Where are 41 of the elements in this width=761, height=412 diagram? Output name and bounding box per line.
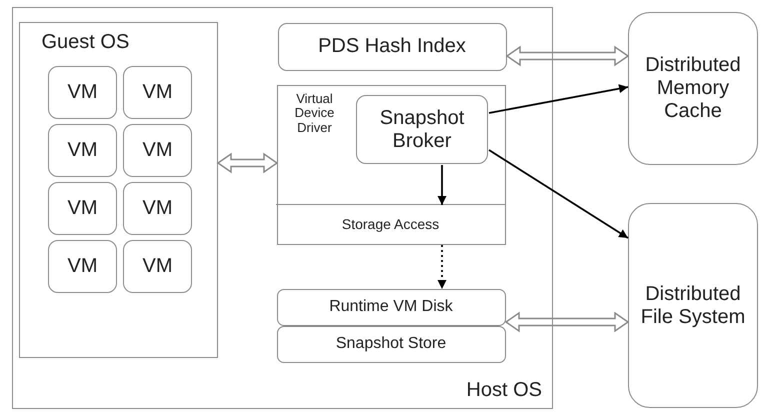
double-arrow [504,312,630,332]
double-arrow [506,46,630,66]
vm-box [48,240,117,293]
node-label: VM [68,139,98,162]
driver-box [276,84,506,244]
node-label: PDS Hash Index [318,35,466,58]
node-label: Storage Access [342,216,440,233]
node-label: Snapshot Broker [378,106,466,152]
node-label: VM [142,197,172,220]
node-label: Snapshot Store [336,334,446,354]
index-box [278,22,506,70]
broker-box [356,95,488,164]
store-box [276,326,506,362]
arrow [438,245,446,289]
node-label: Distributed Memory Cache [644,54,742,123]
vm-box [123,182,192,235]
cache-box [628,12,758,165]
node-label: VM [68,255,98,278]
vm-box [48,66,117,119]
node-label: VM [142,81,172,104]
node-label: Guest OS [42,30,130,54]
file-system-box [628,203,758,408]
host-os-container [12,7,553,409]
vm-box [123,240,192,293]
node-label: VM [142,255,172,278]
guest-os-container [18,22,218,358]
node-label: VM [68,197,98,220]
node-label: Virtual Device Driver [294,92,336,136]
double-arrow [216,152,278,174]
node-label: Host OS [466,379,542,402]
arrow [488,149,628,239]
node-label: Runtime VM Disk [329,298,453,316]
vm-box [123,124,192,177]
vm-box [48,182,117,235]
vm-box [48,124,117,177]
node-label: VM [142,139,172,162]
node-label: VM [68,81,98,104]
node-label: Distributed File System [640,282,746,328]
vm-box [123,66,192,119]
arrow [438,165,446,205]
arrow [488,84,628,114]
